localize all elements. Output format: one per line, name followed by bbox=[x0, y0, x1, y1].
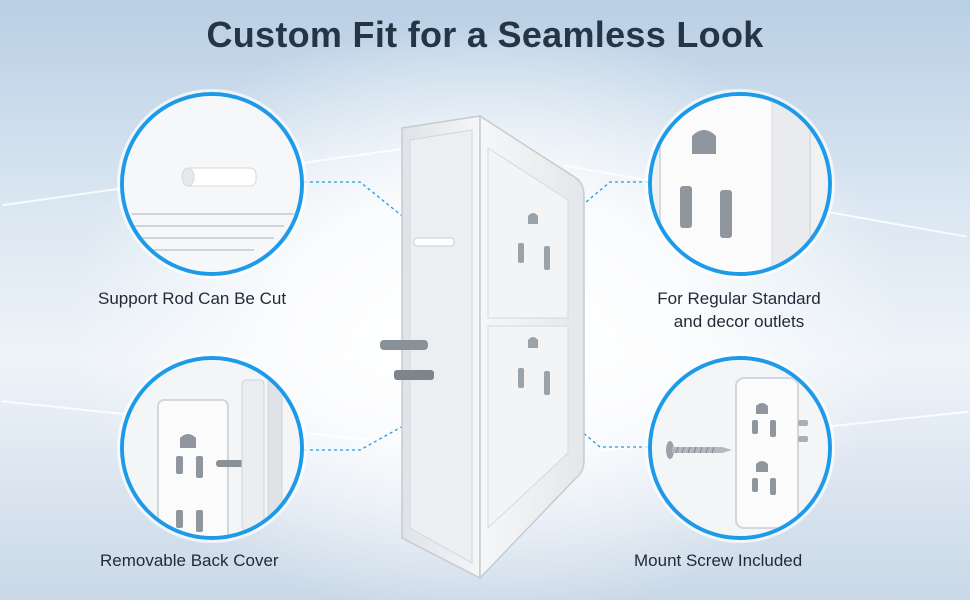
back-cover-closeup bbox=[120, 356, 304, 540]
regular-outlets-label-line1: For Regular Standard bbox=[657, 289, 821, 308]
screw-icon bbox=[666, 441, 732, 459]
back-cover-label: Removable Back Cover bbox=[100, 551, 279, 570]
regular-outlet-closeup bbox=[648, 92, 832, 276]
support-rod-closeup bbox=[120, 92, 304, 276]
outlet-extender-product bbox=[380, 114, 585, 580]
page-title: Custom Fit for a Seamless Look bbox=[206, 14, 764, 55]
regular-outlets-label-line2: and decor outlets bbox=[673, 312, 805, 331]
mount-screw-label: Mount Screw Included bbox=[634, 551, 803, 570]
regular-outlets-label: For Regular Standard and decor outlets bbox=[637, 287, 841, 333]
mount-screw-closeup bbox=[648, 356, 832, 540]
support-rod-label: Support Rod Can Be Cut bbox=[98, 289, 287, 308]
